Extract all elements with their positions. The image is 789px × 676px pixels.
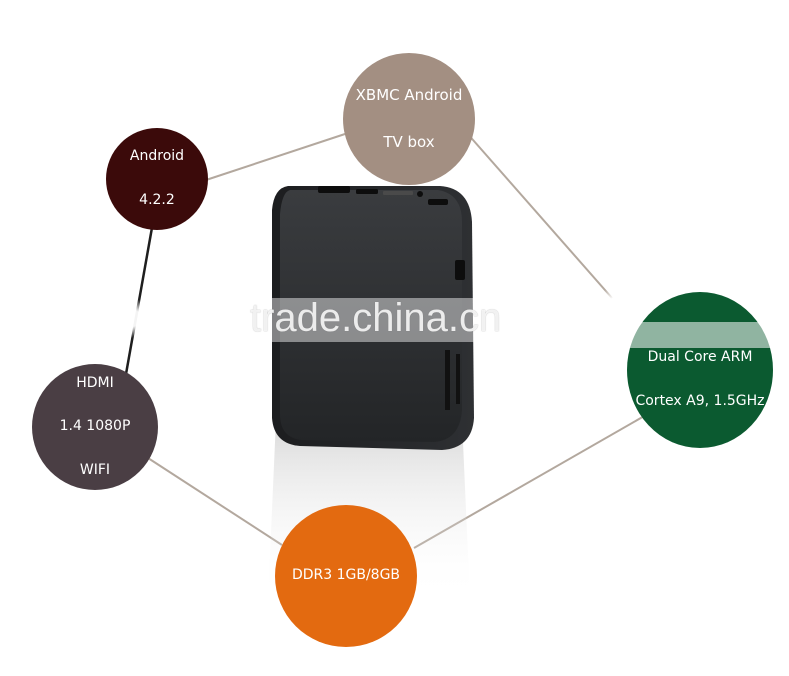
android-line-2: 4.2.2 bbox=[139, 191, 175, 208]
connector-hdmi-ddr bbox=[147, 457, 283, 546]
watermark-glow-left bbox=[112, 298, 152, 338]
cpu-line-1: Dual Core ARM bbox=[647, 349, 753, 366]
cpu-bubble: Dual Core ARM Cortex A9, 1.5GHz bbox=[627, 292, 773, 448]
cpu-line-2: Cortex A9, 1.5GHz bbox=[635, 392, 765, 409]
android-line-1: Android bbox=[129, 148, 185, 165]
watermark-band bbox=[248, 298, 548, 342]
hdmi-line-3: WIFI bbox=[79, 461, 111, 478]
xbmc-line-2: TV box bbox=[383, 132, 435, 151]
cpu-watermark-band bbox=[627, 322, 789, 348]
xbmc-android-tv-box-bubble: XBMC Android TV box bbox=[343, 53, 475, 185]
hdmi-wifi-bubble: HDMI 1.4 1080P WIFI bbox=[32, 364, 158, 490]
watermark-glow-right bbox=[596, 286, 636, 326]
android-version-bubble: Android 4.2.2 bbox=[106, 128, 208, 230]
connector-xbmc-cpu bbox=[465, 131, 613, 299]
hdmi-line-2: 1.4 1080P bbox=[59, 418, 131, 435]
connector-android-xbmc bbox=[205, 132, 349, 181]
xbmc-line-1: XBMC Android bbox=[355, 86, 463, 105]
ddr-line-1: DDR3 1GB/8GB bbox=[291, 567, 401, 584]
watermark: trade.china.cn bbox=[250, 296, 502, 340]
ddr3-memory-bubble: DDR3 1GB/8GB bbox=[275, 505, 417, 647]
hdmi-line-1: HDMI bbox=[76, 374, 114, 391]
